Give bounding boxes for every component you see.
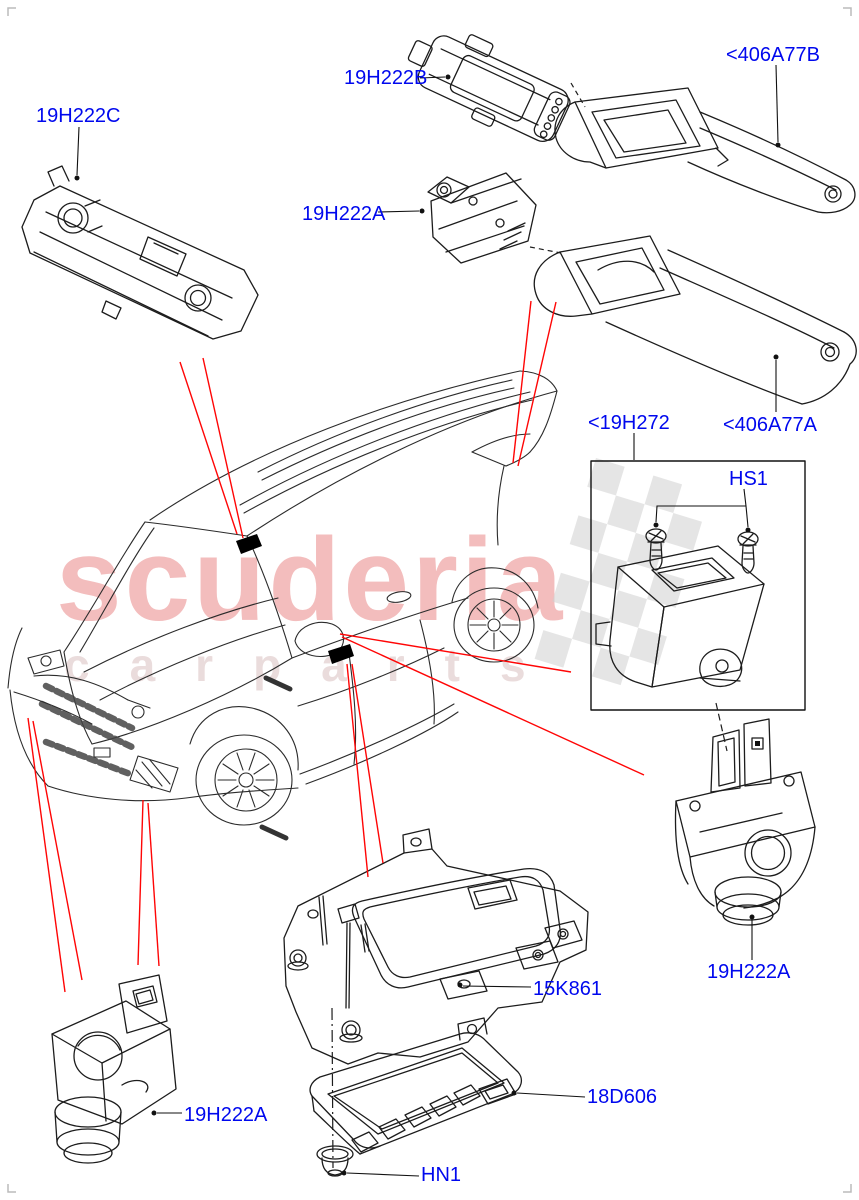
watermark-text-secondary: carparts bbox=[64, 639, 566, 691]
hs1-screw bbox=[645, 528, 667, 571]
red-locator-lines bbox=[27, 300, 645, 993]
checkered-flag-watermark bbox=[534, 458, 702, 686]
part-label-19H222C[interactable]: 19H222C bbox=[36, 105, 121, 127]
part-label-19H222B[interactable]: 19H222B bbox=[344, 67, 428, 89]
part-label-19H222A-right[interactable]: 19H222A bbox=[707, 961, 791, 983]
label-leader-lines bbox=[74, 64, 781, 1177]
windshield-camera-location-mark bbox=[236, 534, 262, 554]
part-bracket-406A77B bbox=[554, 87, 856, 214]
part-camera-19H222C bbox=[21, 165, 259, 340]
watermark-text-primary: scuderia bbox=[56, 514, 566, 646]
part-label-HS1[interactable]: HS1 bbox=[729, 468, 768, 490]
page-corner-marks bbox=[7, 7, 852, 1193]
part-label-15K861[interactable]: 15K861 bbox=[533, 978, 602, 1000]
part-label-19H272[interactable]: <19H272 bbox=[588, 412, 670, 434]
vehicle-illustration bbox=[7, 370, 558, 841]
part-kit-box-19H272 bbox=[590, 460, 806, 711]
part-grommet-HN1 bbox=[316, 1145, 354, 1177]
part-bracket-406A77A bbox=[533, 235, 857, 405]
part-camera-19H222A-right bbox=[674, 718, 816, 926]
door-sill-location-mark bbox=[328, 644, 354, 664]
part-label-19H222A-top[interactable]: 19H222A bbox=[302, 203, 386, 225]
camera-cover-19H272 bbox=[595, 545, 765, 688]
part-label-406A77B[interactable]: <406A77B bbox=[726, 44, 820, 66]
part-label-HN1[interactable]: HN1 bbox=[421, 1164, 462, 1186]
part-label-406A77A[interactable]: <406A77A bbox=[723, 414, 817, 436]
part-camera-19H222B bbox=[407, 34, 571, 143]
part-camera-19H222A-bottom bbox=[51, 974, 177, 1164]
assembly-dashed-lines bbox=[331, 82, 728, 1169]
part-bracket-15K861 bbox=[283, 828, 589, 1065]
part-module-18D606 bbox=[309, 1017, 523, 1155]
part-camera-19H222A-top bbox=[427, 172, 537, 264]
part-label-18D606[interactable]: 18D606 bbox=[587, 1086, 658, 1108]
part-label-19H222A-bottom[interactable]: 19H222A bbox=[184, 1104, 268, 1126]
